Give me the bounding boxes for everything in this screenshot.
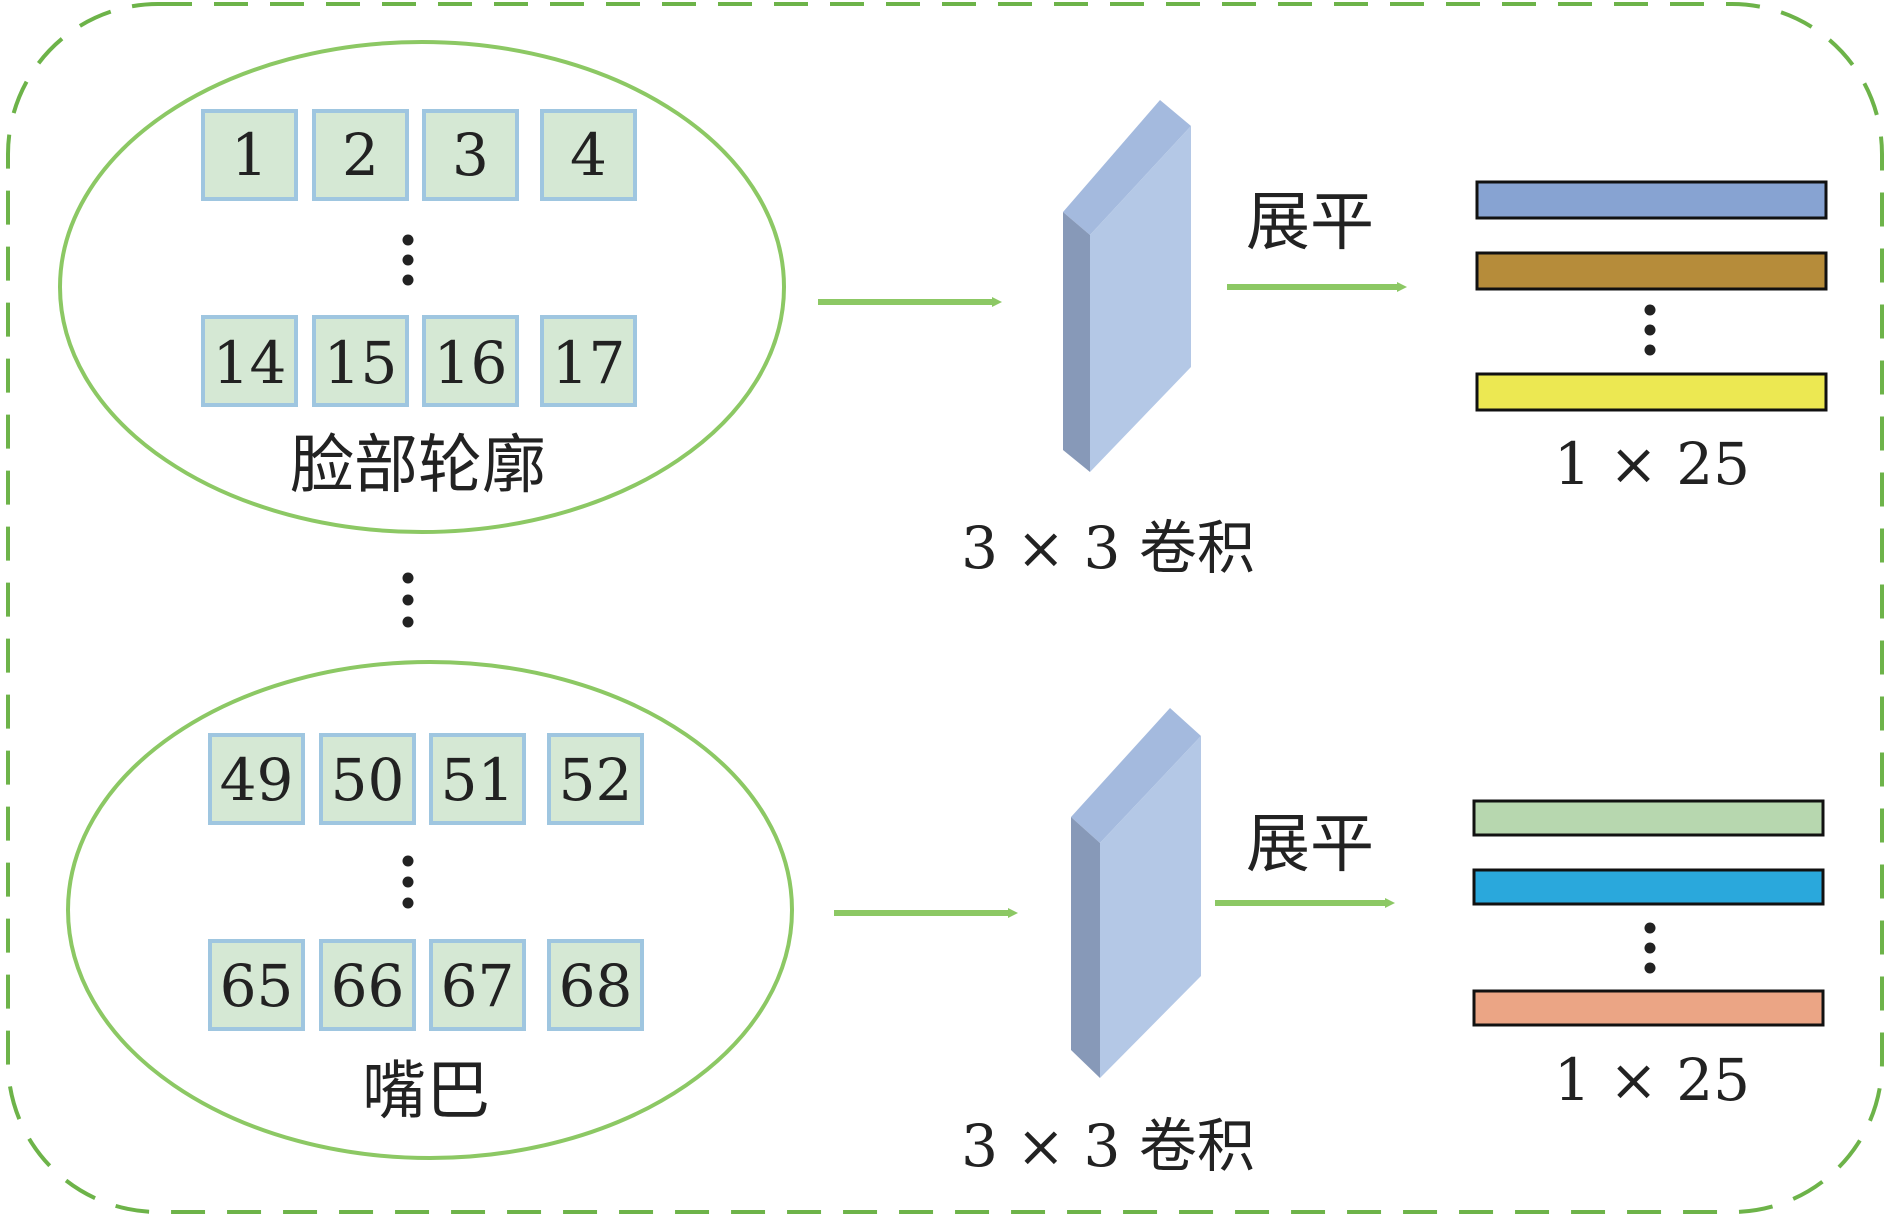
cell-row-bottom: 14 15 16 17 (201, 315, 637, 407)
cell: 17 (540, 315, 637, 407)
cell-number: 16 (434, 329, 508, 397)
cell-number: 51 (441, 746, 515, 814)
cell: 15 (312, 315, 409, 407)
group-label: 嘴巴 (362, 1055, 490, 1129)
vertical-ellipsis-icon (402, 234, 414, 286)
cell: 65 (208, 939, 305, 1031)
output-bar (1475, 372, 1828, 412)
cell: 52 (547, 733, 644, 825)
group-ellipse (66, 660, 794, 1160)
conv-label: 3 × 3 卷积 (961, 1112, 1255, 1180)
cell-number: 52 (559, 746, 633, 814)
cell: 49 (208, 733, 305, 825)
output-bar (1472, 989, 1825, 1027)
group-label: 脸部轮廓 (290, 429, 546, 503)
cell: 66 (319, 939, 416, 1031)
cell: 2 (312, 109, 409, 201)
cell: 67 (429, 939, 526, 1031)
cell-number: 66 (331, 952, 405, 1020)
output-size-label: 1 × 25 (1554, 1046, 1750, 1114)
cell-number: 49 (220, 746, 294, 814)
cell-number: 15 (324, 329, 398, 397)
cell-number: 14 (213, 329, 287, 397)
cell: 68 (547, 939, 644, 1031)
cell: 1 (201, 109, 298, 201)
flatten-label: 展平 (1246, 186, 1374, 260)
flatten-label: 展平 (1246, 808, 1374, 882)
output-vectors (1472, 799, 1825, 1027)
vertical-ellipsis-icon (402, 572, 414, 628)
cell-row-bottom: 65 66 67 68 (208, 939, 644, 1031)
cell-number: 1 (231, 121, 268, 189)
cell: 4 (540, 109, 637, 201)
outer-dashed-frame (6, 2, 1884, 1214)
output-bar (1475, 251, 1828, 291)
group-face-contour: 1 2 3 4 14 (58, 40, 1828, 582)
output-size-label: 1 × 25 (1554, 430, 1750, 498)
group-mouth: 49 50 51 52 65 (66, 660, 1825, 1180)
cell: 50 (319, 733, 416, 825)
conv-kernel-block (1071, 708, 1201, 1078)
conv-kernel-block (1063, 100, 1191, 472)
cell-number: 65 (220, 952, 294, 1020)
output-bar (1475, 180, 1828, 220)
cell-number: 50 (331, 746, 405, 814)
cell-row-top: 49 50 51 52 (208, 733, 644, 825)
output-bar (1472, 799, 1825, 837)
cell: 3 (422, 109, 519, 201)
cell-number: 68 (559, 952, 633, 1020)
vertical-ellipsis-icon (1644, 304, 1656, 356)
output-vectors (1475, 180, 1828, 412)
vertical-ellipsis-icon (1644, 922, 1656, 974)
cell: 16 (422, 315, 519, 407)
output-bar (1472, 868, 1825, 906)
cell-number: 2 (342, 121, 379, 189)
cell-number: 67 (441, 952, 515, 1020)
cell: 14 (201, 315, 298, 407)
cell-number: 17 (552, 329, 626, 397)
conv-label: 3 × 3 卷积 (961, 514, 1255, 582)
cell-number: 3 (452, 121, 489, 189)
group-ellipse (58, 40, 786, 534)
cell-number: 4 (570, 121, 607, 189)
cell-row-top: 1 2 3 4 (201, 109, 637, 201)
cell: 51 (429, 733, 526, 825)
vertical-ellipsis-icon (402, 855, 414, 909)
